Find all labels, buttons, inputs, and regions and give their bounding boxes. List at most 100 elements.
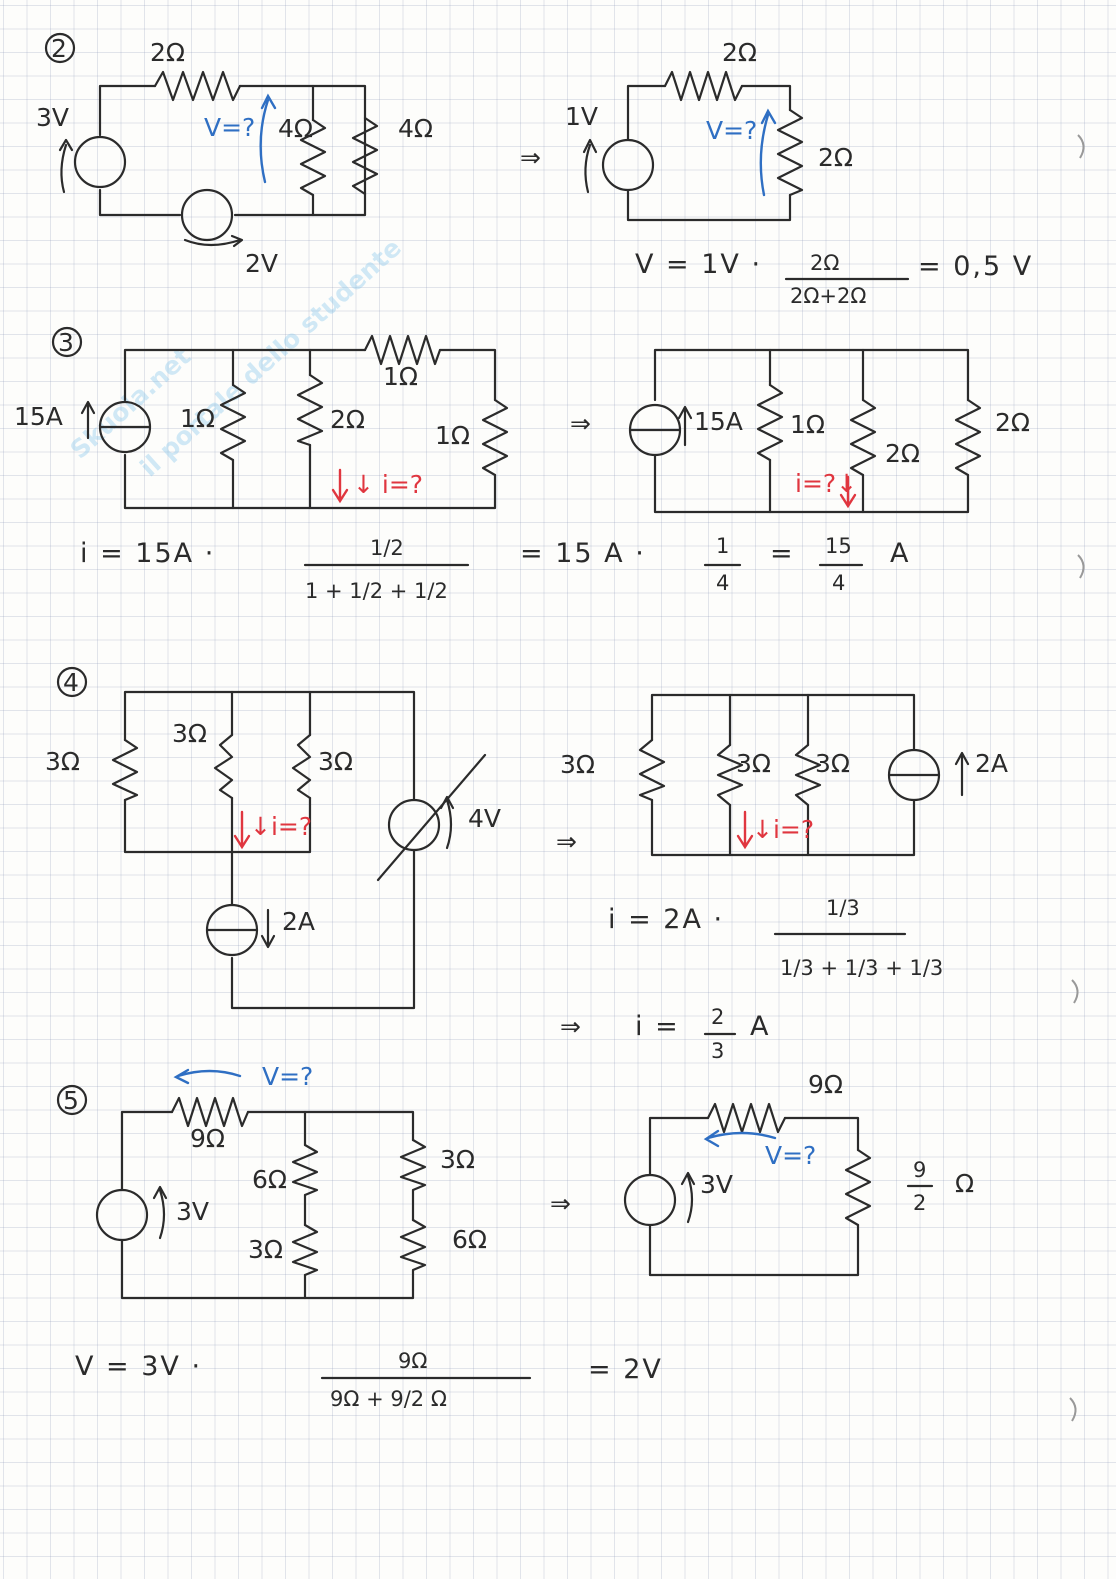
label-isrc: 2A [975, 749, 1008, 778]
exercise-5: 5 V=? 9Ω 6Ω 3Ω 3Ω 6Ω 3V ⇒ [56, 1062, 974, 1411]
arrow-icon [260, 908, 276, 949]
margin-marks [1069, 134, 1085, 1422]
label-question: i=?↓ [795, 469, 857, 498]
label-question: ↓i=? [250, 812, 312, 841]
exercise-number-circle [51, 326, 83, 358]
label-r1: 6Ω [252, 1165, 287, 1194]
implies-arrow: ⇒ [560, 1012, 581, 1041]
label-r3: 3Ω [440, 1145, 475, 1174]
label-question: ↓ i=? [353, 470, 423, 499]
fraction-denominator: 2 [913, 1191, 926, 1215]
label-r-a: 4Ω [278, 114, 313, 143]
label-source: 3V [700, 1170, 733, 1199]
equivalence-arrow: ⇒ [550, 1189, 571, 1218]
formula-4: i = 2A · 1/3 1/3 + 1/3 + 1/3 ⇒ i = 2 3 A [560, 896, 943, 1063]
resistor [756, 383, 784, 462]
fraction-numerator: 9Ω [398, 1349, 427, 1373]
resistor [299, 118, 327, 197]
fraction-numerator: 1/3 [826, 896, 860, 920]
resistor [849, 398, 877, 477]
exercise-number: 3 [58, 328, 74, 357]
resistor [399, 1218, 427, 1292]
voltage-source [601, 138, 655, 192]
voltage-arrow-icon [703, 1129, 777, 1148]
label-r-top: 9Ω [808, 1070, 843, 1099]
formula-result: = 0,5 V [918, 251, 1033, 282]
fraction-denominator: 4 [716, 571, 729, 595]
label-r-unit: Ω [955, 1169, 974, 1198]
voltage-arrow-icon [173, 1068, 242, 1085]
formula-lhs: i = 15A · [80, 538, 215, 569]
label-r2: 3Ω [248, 1235, 283, 1264]
voltage-source [623, 1173, 677, 1227]
current-arrow-icon [839, 475, 857, 509]
resistor [291, 1143, 319, 1197]
arrow-icon [677, 405, 693, 447]
current-arrow-icon [736, 810, 754, 850]
equivalence-arrow: ⇒ [570, 409, 591, 438]
resistor [153, 70, 242, 102]
current-arrow-icon [331, 468, 349, 504]
resistor [954, 398, 982, 477]
resistor [663, 70, 744, 102]
arrow-icon [183, 234, 244, 248]
exercise-number: 5 [63, 1086, 79, 1115]
label-source: 3V [36, 103, 69, 132]
fraction-numerator: 1 [716, 534, 729, 558]
formula-lhs: V = 3V · [75, 1351, 202, 1382]
label-r-top: 2Ω [150, 38, 185, 67]
formula-2: V = 1V · 2Ω 2Ω+2Ω = 0,5 V [635, 249, 1033, 308]
circuit-5-right: 9Ω V=? 3V 9 2 Ω [623, 1070, 974, 1277]
label-source: 1V [565, 102, 598, 131]
label-question: V=? [765, 1141, 816, 1170]
circuit-2-right: 2Ω 1V V=? 2Ω [565, 38, 853, 222]
circuit-3-right: 15A 1Ω 2Ω 2Ω i=?↓ [628, 348, 1030, 514]
fraction-denominator: 4 [832, 571, 845, 595]
arrow-icon [680, 1171, 696, 1224]
label-question: V=? [706, 116, 757, 145]
label-r2: 2Ω [885, 439, 920, 468]
voltage-arrow-icon [259, 93, 277, 184]
fraction-denominator: 1/3 + 1/3 + 1/3 [780, 956, 943, 980]
watermark-logo: Skuola.net il portale dello studente [65, 233, 407, 482]
label-r1: 3Ω [45, 747, 80, 776]
fraction-denominator: 2Ω+2Ω [790, 284, 866, 308]
label-r-top: 1Ω [383, 362, 418, 391]
label-r4: 6Ω [452, 1225, 487, 1254]
fraction-denominator: 9Ω + 9/2 Ω [330, 1387, 447, 1411]
label-r-top: 9Ω [190, 1124, 225, 1153]
fraction-numerator: 2Ω [810, 251, 839, 275]
resistor [706, 1102, 787, 1134]
label-r3: 3Ω [815, 749, 850, 778]
voltage-source [73, 135, 127, 189]
arrow-icon [58, 138, 74, 194]
resistor [399, 1138, 427, 1222]
resistor [351, 116, 379, 196]
resistor [170, 1096, 250, 1128]
arrow-icon [439, 795, 455, 850]
label-source: 3V [176, 1197, 209, 1226]
resistor [291, 733, 312, 800]
label-r3: 2Ω [995, 408, 1030, 437]
resistor [296, 373, 324, 447]
label-r1: 1Ω [180, 404, 215, 433]
voltage-arrow-icon [759, 108, 777, 197]
current-arrow-icon [233, 810, 251, 850]
circuit-5-left: V=? 9Ω 6Ω 3Ω 3Ω 6Ω 3V [95, 1062, 487, 1300]
label-r3: 1Ω [435, 421, 470, 450]
circuit-4-left: 3Ω 3Ω 3Ω ↓i=? 4V 2A [45, 690, 501, 1010]
formula-result: = 2V [588, 1354, 663, 1385]
label-r2: 2Ω [330, 405, 365, 434]
resistor [844, 1148, 872, 1227]
label-question: V=? [262, 1062, 313, 1091]
fraction-numerator: 9 [913, 1158, 926, 1182]
label-r: 2Ω [818, 143, 853, 172]
formula-mid: = 15 A · [520, 538, 646, 569]
result-unit: A [750, 1011, 770, 1042]
fraction-denominator: 3 [711, 1039, 724, 1063]
formula-3: i = 15A · 1/2 1 + 1/2 + 1/2 = 15 A · 1 4… [80, 534, 908, 603]
fraction-numerator: 2 [711, 1005, 724, 1029]
exercise-2: 2 2Ω 3V V=? 4Ω 4Ω 2V ⇒ [36, 32, 1033, 308]
exercise-number: 4 [63, 668, 79, 697]
arrow-icon [152, 1185, 168, 1240]
